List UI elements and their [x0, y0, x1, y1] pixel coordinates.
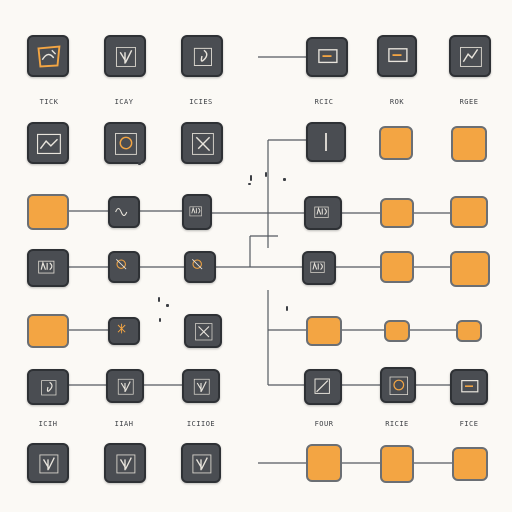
tile-r6-c1[interactable]	[27, 369, 69, 405]
tile-r3-c2[interactable]	[108, 196, 140, 228]
tile-r2-c5[interactable]	[379, 126, 413, 160]
tile-r6-c2[interactable]	[106, 369, 144, 403]
ink-speck	[166, 304, 169, 307]
tile-label: RICIE	[385, 420, 409, 428]
tile-r2-c2[interactable]	[104, 122, 146, 164]
tile-r7-c2[interactable]	[104, 443, 146, 483]
tile-r2-c1[interactable]	[27, 122, 69, 164]
star-glyph-icon	[117, 323, 126, 334]
tile-r6-c4[interactable]	[304, 369, 342, 405]
tile-r1-c4[interactable]	[306, 37, 348, 77]
tile-r1-c1[interactable]	[27, 35, 69, 77]
text-glyph-icon	[38, 260, 55, 274]
bar-icon	[325, 133, 327, 151]
tile-r6-c3[interactable]	[182, 369, 220, 403]
tile-label: ICIIOE	[186, 420, 216, 428]
tile-r3-c4[interactable]	[304, 196, 342, 230]
text-glyph-icon	[314, 206, 329, 218]
tile-r1-c2[interactable]	[104, 35, 146, 77]
tile-label: RCIC	[314, 98, 334, 106]
tile-r6-c5[interactable]	[380, 367, 416, 403]
ring-scribble-icon	[37, 45, 61, 68]
tile-r2-c3[interactable]	[181, 122, 223, 164]
text-glyph-icon	[310, 261, 325, 273]
circle-glyph-icon	[389, 376, 408, 395]
glyph-icon	[115, 46, 136, 67]
tile-r4-c3[interactable]	[184, 251, 216, 283]
tile-r5-c4[interactable]	[306, 316, 342, 346]
ink-speck	[248, 183, 251, 185]
ink-speck	[158, 297, 160, 302]
tile-label: FOUR	[314, 420, 334, 428]
tile-r7-c1[interactable]	[27, 443, 69, 483]
tile-r7-c3[interactable]	[181, 443, 221, 483]
ink-speck	[265, 172, 267, 177]
glyph-icon	[117, 378, 134, 395]
tile-label: ICIES	[189, 98, 213, 106]
wave-glyph-icon	[115, 207, 128, 217]
tile-label: ROK	[389, 98, 405, 106]
ink-speck	[250, 175, 252, 181]
tile-r3-c6[interactable]	[450, 196, 488, 228]
tile-r3-c3[interactable]	[182, 194, 212, 230]
tile-r5-c5[interactable]	[384, 320, 410, 342]
tile-label: IIAH	[114, 420, 134, 428]
gear-glyph-icon	[192, 259, 203, 270]
glyph-icon	[39, 454, 59, 474]
slash-glyph-icon	[314, 378, 330, 394]
tile-r5-c3[interactable]	[184, 314, 222, 348]
tile-r5-c6[interactable]	[456, 320, 482, 342]
window-icon	[388, 48, 408, 63]
tile-r1-c3[interactable]	[181, 35, 223, 77]
cross-glyph-icon	[195, 323, 213, 341]
tile-r7-c6[interactable]	[452, 447, 488, 481]
tile-r2-c4[interactable]	[306, 122, 346, 162]
tile-r4-c5[interactable]	[380, 251, 414, 283]
tile-r3-c1[interactable]	[27, 194, 69, 230]
ink-speck	[159, 318, 161, 322]
tile-label: ICAY	[114, 98, 134, 106]
tile-label: RGEE	[459, 98, 479, 106]
text-glyph-icon	[189, 206, 202, 217]
glyph-icon	[116, 454, 136, 474]
tile-r4-c4[interactable]	[302, 251, 336, 285]
window-icon	[318, 49, 338, 64]
tile-r4-c1[interactable]	[27, 249, 69, 287]
ink-speck	[283, 178, 286, 181]
tile-r1-c6[interactable]	[449, 35, 491, 77]
zigzag-icon	[460, 46, 482, 67]
hook-icon	[41, 380, 57, 396]
hook-icon	[193, 47, 212, 66]
tile-r1-c5[interactable]	[377, 35, 417, 77]
tile-label: TICK	[39, 98, 59, 106]
tile-label: FICE	[459, 420, 479, 428]
tile-r4-c6[interactable]	[450, 251, 490, 287]
tile-r2-c6[interactable]	[451, 126, 487, 162]
circle-glyph-icon	[115, 133, 137, 155]
ink-speck	[138, 162, 141, 165]
cross-glyph-icon	[192, 133, 214, 155]
tile-label: ICIH	[38, 420, 58, 428]
tile-r6-c6[interactable]	[450, 369, 488, 405]
tile-r5-c1[interactable]	[27, 314, 69, 348]
glyph-icon	[192, 454, 212, 474]
glyph-icon	[193, 378, 210, 395]
ink-speck	[286, 306, 288, 311]
window-icon	[461, 380, 479, 393]
tile-r5-c2[interactable]	[108, 317, 140, 345]
tile-r4-c2[interactable]	[108, 251, 140, 283]
gear-glyph-icon	[116, 259, 127, 270]
tile-r3-c5[interactable]	[380, 198, 414, 228]
tile-r7-c5[interactable]	[380, 445, 414, 483]
chart-icon	[36, 133, 61, 155]
tile-r7-c4[interactable]	[306, 444, 342, 482]
